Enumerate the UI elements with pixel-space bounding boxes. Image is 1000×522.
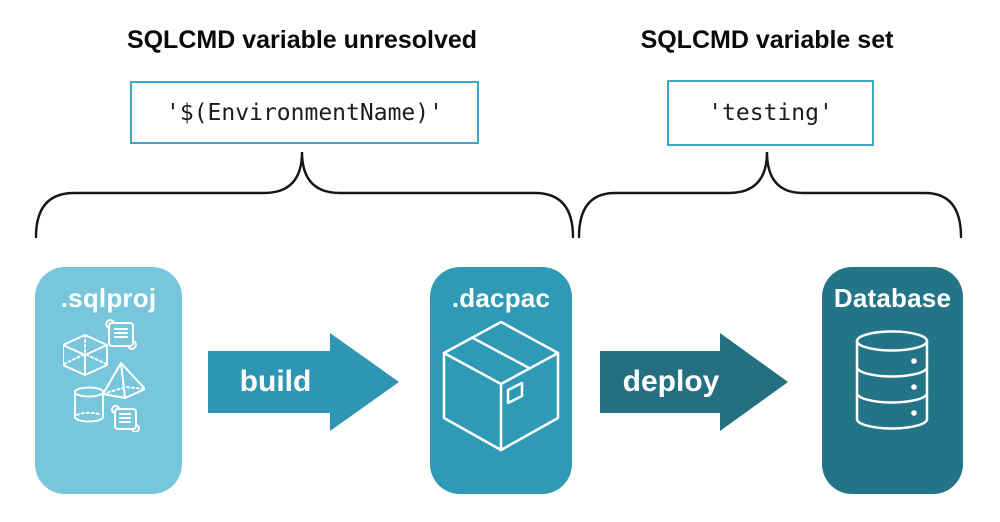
sqlproj-label: .sqlproj	[60, 283, 157, 313]
set-variable-value: 'testing'	[708, 100, 833, 126]
deploy-arrow-label: deploy	[622, 365, 720, 398]
unresolved-variable-value: '$(EnvironmentName)'	[166, 99, 443, 126]
build-arrow: build	[208, 333, 399, 431]
dacpac-box: .dacpac	[430, 267, 572, 494]
package-icon	[442, 320, 560, 452]
unresolved-title: SQLCMD variable unresolved	[126, 26, 478, 54]
cylinder-icon	[74, 386, 104, 423]
deploy-arrow-shape	[600, 333, 788, 431]
sqlproj-box: .sqlproj	[35, 267, 182, 494]
database-box: Database	[822, 267, 963, 494]
pyramid-icon	[102, 362, 145, 399]
right-brace	[577, 151, 963, 239]
deploy-arrow: deploy	[600, 333, 788, 431]
build-arrow-label: build	[239, 365, 312, 398]
sql-objects-icon	[63, 319, 145, 432]
dacpac-label: .dacpac	[451, 283, 551, 313]
database-icon	[855, 330, 929, 430]
cube-icon	[63, 334, 108, 376]
script-icon	[111, 405, 140, 432]
unresolved-variable-box: '$(EnvironmentName)'	[130, 81, 479, 144]
database-label: Database	[833, 283, 952, 313]
script-icon	[105, 319, 137, 350]
left-brace	[34, 151, 575, 239]
set-title: SQLCMD variable set	[640, 26, 894, 54]
set-variable-box: 'testing'	[667, 80, 874, 146]
build-arrow-shape	[208, 333, 399, 431]
